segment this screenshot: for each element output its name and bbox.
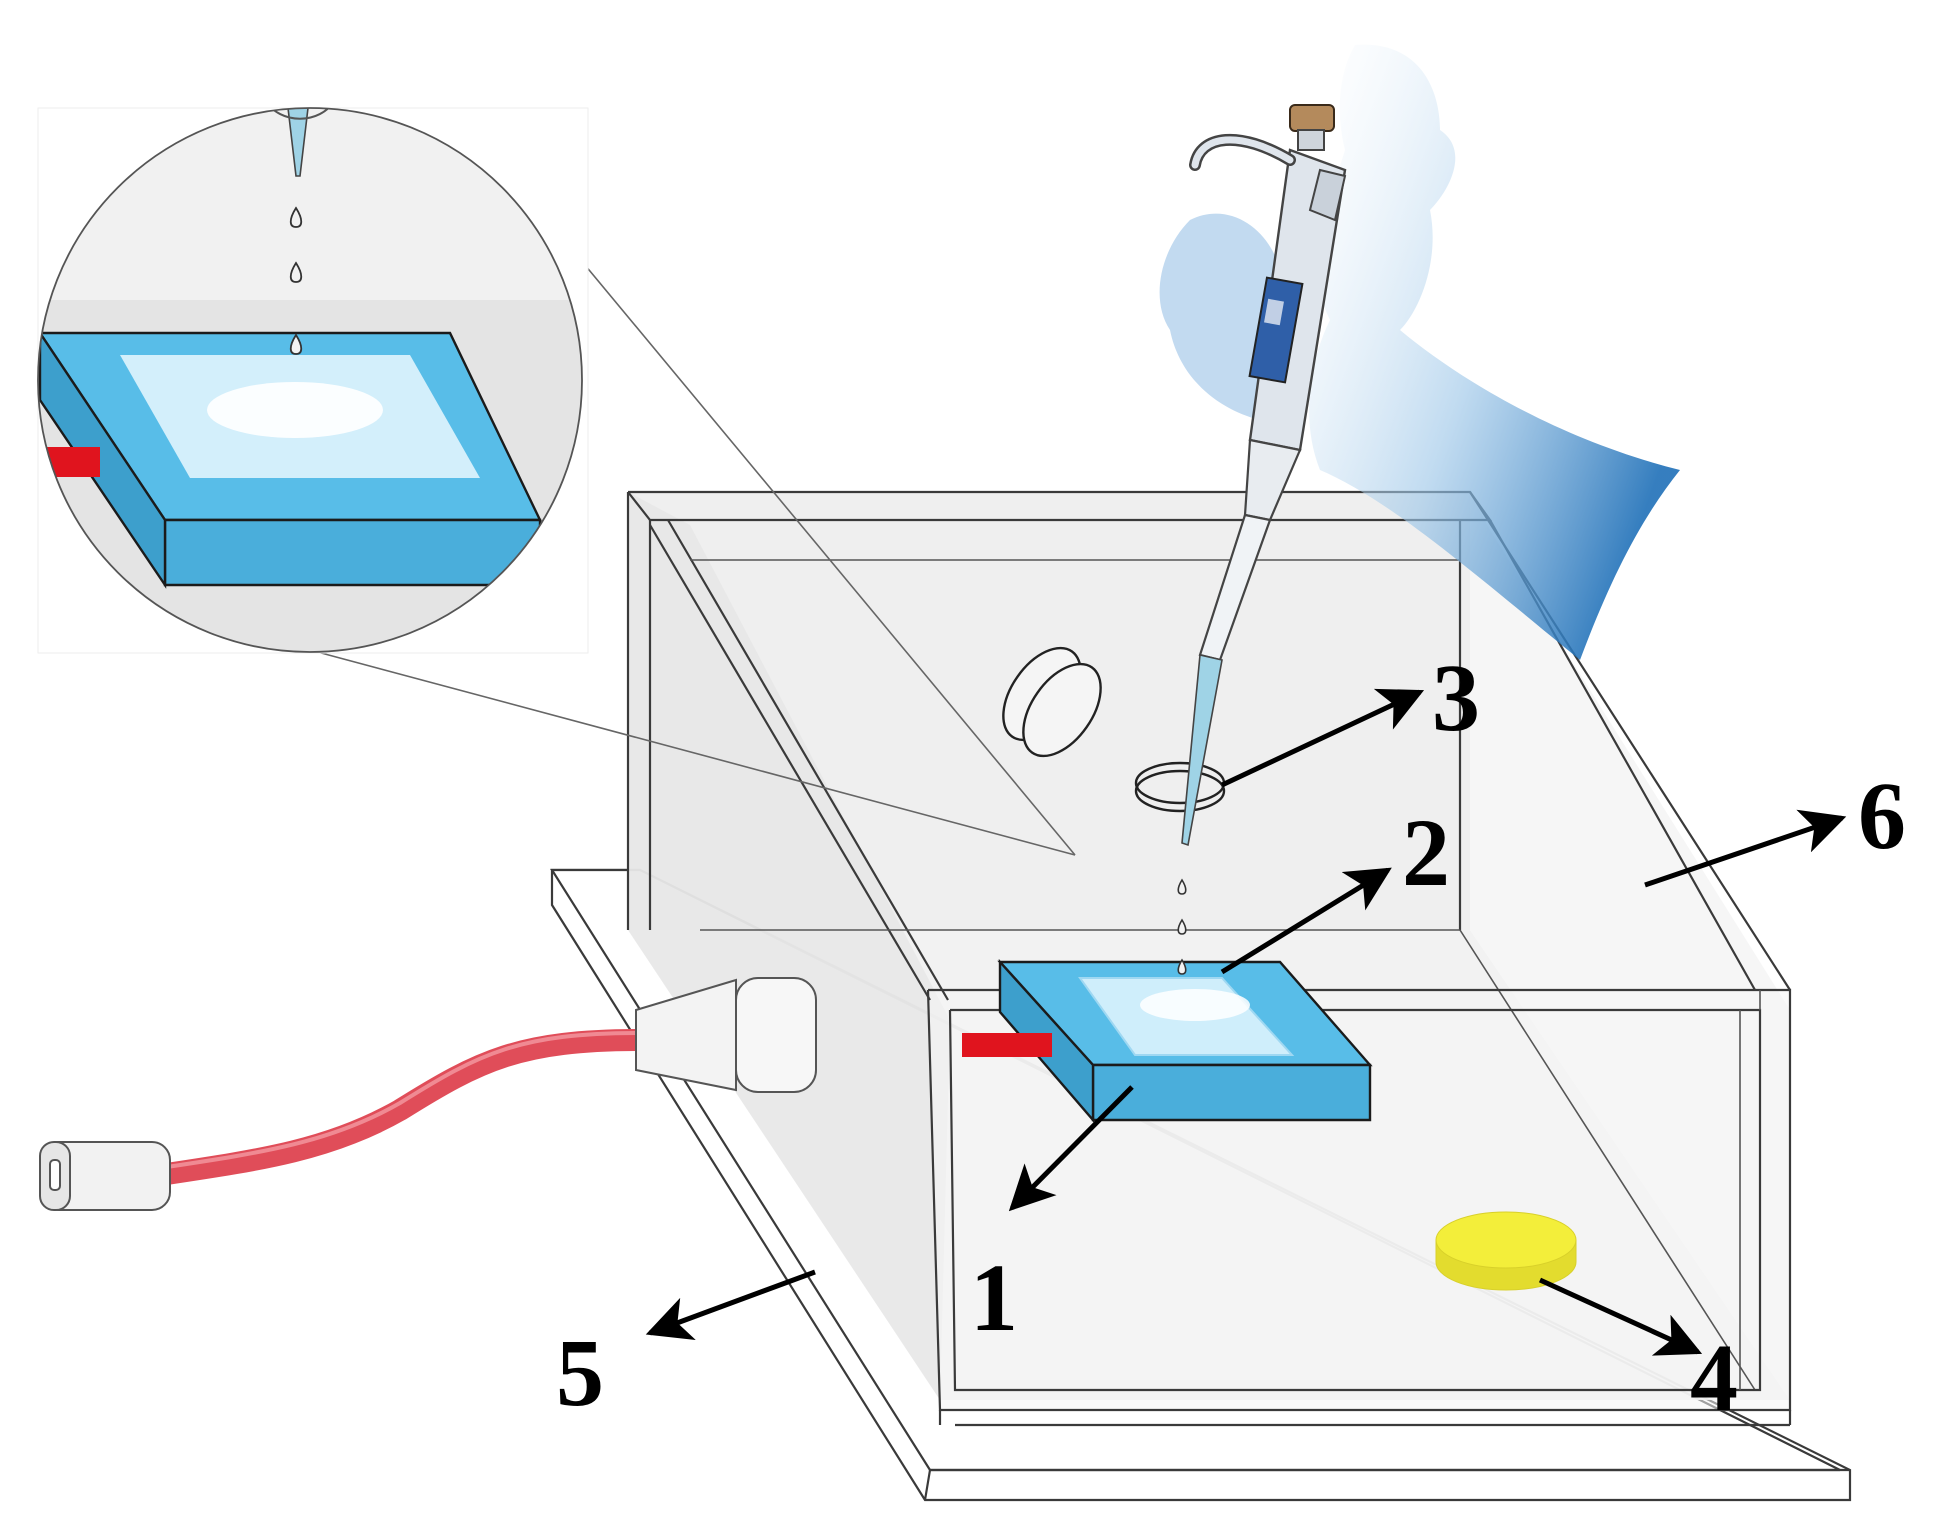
arrow-3 <box>1220 688 1425 788</box>
arrow-4 <box>1538 1277 1703 1356</box>
falling-droplets <box>1177 878 1187 975</box>
arrow-5 <box>645 1269 816 1341</box>
arrow-6 <box>1644 809 1847 888</box>
arrow-1 <box>1008 1085 1134 1212</box>
label-2: 2 <box>1402 799 1450 906</box>
desiccant-tablet <box>1435 1211 1577 1291</box>
sample-stage <box>962 958 1373 1124</box>
label-5: 5 <box>556 1319 604 1426</box>
label-4: 4 <box>1690 1324 1738 1431</box>
label-1: 1 <box>970 1244 1018 1351</box>
magnifier-inset <box>37 107 1076 856</box>
pipette-icon <box>1181 104 1347 847</box>
label-3: 3 <box>1432 644 1480 751</box>
label-6: 6 <box>1858 762 1906 869</box>
chamber-stopper <box>1002 646 1102 758</box>
heater-connector <box>962 1033 1052 1057</box>
callout-arrows <box>645 688 1847 1356</box>
arrow-2 <box>1220 867 1392 975</box>
cable-plug-icon <box>39 977 817 1211</box>
